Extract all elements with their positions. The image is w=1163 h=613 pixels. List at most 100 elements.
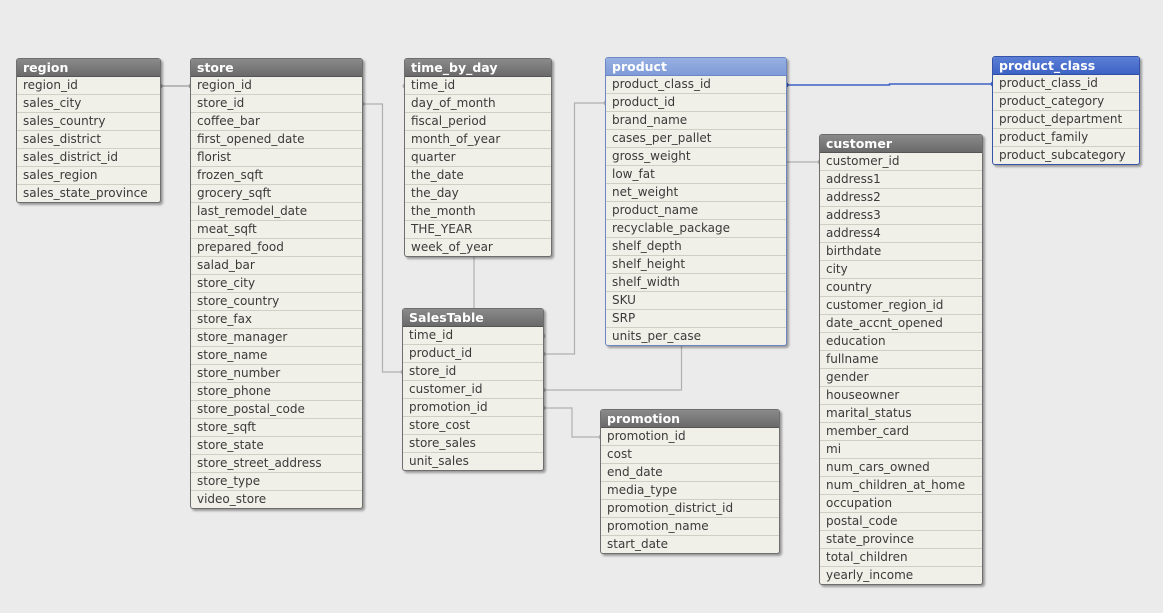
field[interactable]: end_date — [601, 464, 779, 482]
field[interactable]: store_name — [191, 347, 362, 365]
field[interactable]: store_fax — [191, 311, 362, 329]
field[interactable]: unit_sales — [409, 454, 469, 468]
field[interactable]: product_subcategory — [999, 148, 1126, 162]
field[interactable]: customer_id — [403, 381, 543, 399]
field[interactable]: last_remodel_date — [191, 203, 362, 221]
field[interactable]: date_accnt_opened — [820, 315, 982, 333]
table-title[interactable]: time_by_day — [405, 59, 551, 77]
field[interactable]: time_id — [405, 77, 551, 95]
field[interactable]: product_class_id — [993, 75, 1139, 93]
field[interactable]: address2 — [820, 189, 982, 207]
table-title[interactable]: product_class — [993, 57, 1139, 75]
field[interactable]: store_street_address — [191, 455, 362, 473]
field[interactable]: address1 — [820, 171, 982, 189]
field[interactable]: birthdate — [820, 243, 982, 261]
field[interactable]: occupation — [820, 495, 982, 513]
field[interactable]: cases_per_pallet — [606, 130, 786, 148]
field[interactable]: product_family — [993, 129, 1139, 147]
field[interactable]: country — [820, 279, 982, 297]
field[interactable]: shelf_width — [606, 274, 786, 292]
field[interactable]: store_city — [191, 275, 362, 293]
field[interactable]: postal_code — [820, 513, 982, 531]
field[interactable]: store_id — [191, 95, 362, 113]
field[interactable]: sales_country — [17, 113, 160, 131]
table-salestable[interactable]: SalesTable time_id product_id store_id c… — [402, 308, 544, 471]
field[interactable]: promotion_id — [403, 399, 543, 417]
field[interactable]: store_cost — [403, 417, 543, 435]
field[interactable]: product_department — [993, 111, 1139, 129]
field[interactable]: customer_region_id — [820, 297, 982, 315]
field[interactable]: education — [820, 333, 982, 351]
field[interactable]: start_date — [607, 537, 669, 551]
table-title[interactable]: store — [191, 59, 362, 77]
field[interactable]: gender — [820, 369, 982, 387]
field[interactable]: frozen_sqft — [191, 167, 362, 185]
table-region[interactable]: region region_id sales_city sales_countr… — [16, 58, 161, 203]
field[interactable]: THE_YEAR — [405, 221, 551, 239]
field[interactable]: store_postal_code — [191, 401, 362, 419]
field[interactable]: region_id — [191, 77, 362, 95]
field[interactable]: product_id — [403, 345, 543, 363]
field[interactable]: fullname — [820, 351, 982, 369]
field[interactable]: month_of_year — [405, 131, 551, 149]
field[interactable]: the_day — [405, 185, 551, 203]
field[interactable]: product_category — [993, 93, 1139, 111]
field[interactable]: sales_state_province — [23, 186, 148, 200]
field[interactable]: video_store — [197, 492, 267, 506]
field[interactable]: promotion_district_id — [601, 500, 779, 518]
field[interactable]: num_cars_owned — [820, 459, 982, 477]
field[interactable]: address3 — [820, 207, 982, 225]
field[interactable]: gross_weight — [606, 148, 786, 166]
field[interactable]: total_children — [820, 549, 982, 567]
field[interactable]: net_weight — [606, 184, 786, 202]
table-customer[interactable]: customer customer_id address1 address2 a… — [819, 134, 983, 585]
field[interactable]: low_fat — [606, 166, 786, 184]
field[interactable]: store_sales — [403, 435, 543, 453]
field[interactable]: quarter — [405, 149, 551, 167]
field[interactable]: state_province — [820, 531, 982, 549]
field[interactable]: marital_status — [820, 405, 982, 423]
field[interactable]: SRP — [606, 310, 786, 328]
table-store[interactable]: store region_id store_id coffee_bar firs… — [190, 58, 363, 509]
field[interactable]: num_children_at_home — [820, 477, 982, 495]
field[interactable]: sales_region — [17, 167, 160, 185]
field[interactable]: shelf_depth — [606, 238, 786, 256]
field[interactable]: mi — [820, 441, 982, 459]
field[interactable]: time_id — [403, 327, 543, 345]
field[interactable]: store_sqft — [191, 419, 362, 437]
field[interactable]: store_state — [191, 437, 362, 455]
field[interactable]: product_id — [606, 94, 786, 112]
field[interactable]: prepared_food — [191, 239, 362, 257]
field[interactable]: customer_id — [820, 153, 982, 171]
field[interactable]: brand_name — [606, 112, 786, 130]
field[interactable]: first_opened_date — [191, 131, 362, 149]
field[interactable]: the_month — [405, 203, 551, 221]
field[interactable]: store_id — [403, 363, 543, 381]
field[interactable]: cost — [601, 446, 779, 464]
field[interactable]: store_number — [191, 365, 362, 383]
table-title[interactable]: promotion — [601, 410, 779, 428]
table-title[interactable]: region — [17, 59, 160, 77]
field[interactable]: media_type — [601, 482, 779, 500]
field[interactable]: houseowner — [820, 387, 982, 405]
table-title[interactable]: customer — [820, 135, 982, 153]
field[interactable]: product_class_id — [606, 76, 786, 94]
field[interactable]: week_of_year — [411, 240, 493, 254]
field[interactable]: meat_sqft — [191, 221, 362, 239]
field[interactable]: SKU — [606, 292, 786, 310]
table-product-class[interactable]: product_class product_class_id product_c… — [992, 56, 1140, 165]
field[interactable]: salad_bar — [191, 257, 362, 275]
field[interactable]: address4 — [820, 225, 982, 243]
field[interactable]: recyclable_package — [606, 220, 786, 238]
field[interactable]: grocery_sqft — [191, 185, 362, 203]
field[interactable]: coffee_bar — [191, 113, 362, 131]
table-title[interactable]: SalesTable — [403, 309, 543, 327]
field[interactable]: store_manager — [191, 329, 362, 347]
field[interactable]: city — [820, 261, 982, 279]
field[interactable]: promotion_name — [601, 518, 779, 536]
field[interactable]: florist — [191, 149, 362, 167]
table-title[interactable]: product — [606, 58, 786, 76]
field[interactable]: store_phone — [191, 383, 362, 401]
table-product[interactable]: product product_class_id product_id bran… — [605, 57, 787, 346]
field[interactable]: sales_city — [17, 95, 160, 113]
